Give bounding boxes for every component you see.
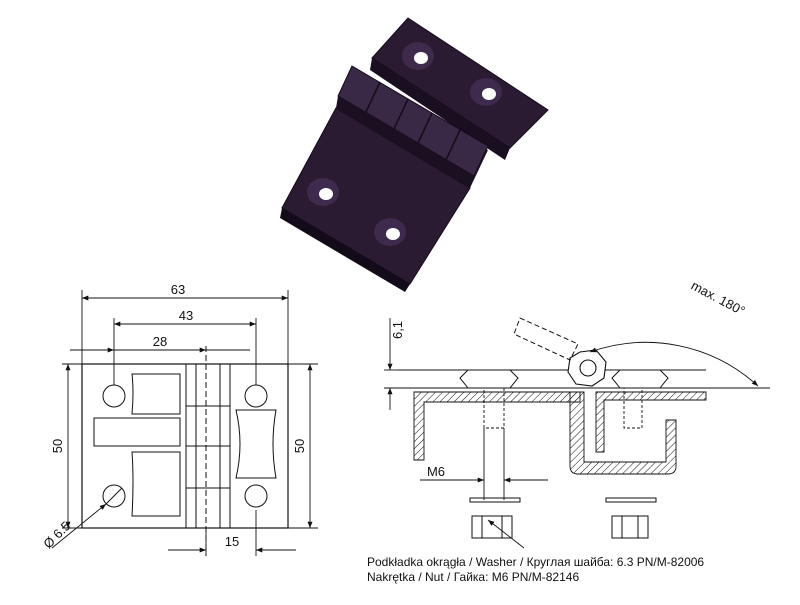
front-view bbox=[81, 346, 289, 556]
front-hole-bl bbox=[102, 484, 126, 508]
section-dimensions bbox=[384, 318, 770, 500]
dim-height-left: 50 bbox=[50, 439, 65, 453]
front-view-dimensions bbox=[51, 290, 318, 556]
front-hole-tr bbox=[244, 384, 268, 408]
hinge-knuckle bbox=[336, 65, 489, 188]
wall-right bbox=[569, 391, 677, 475]
dim-opening-angle: max. 180° bbox=[689, 278, 748, 319]
front-hole-br bbox=[244, 484, 268, 508]
wall-left bbox=[413, 391, 581, 461]
hinge-3d-render bbox=[280, 17, 549, 292]
dim-height-right: 50 bbox=[292, 439, 307, 453]
section-view bbox=[384, 317, 707, 549]
dim-screw: M6 bbox=[427, 464, 445, 479]
section-knuckle bbox=[567, 349, 607, 387]
hinge-3d-holes bbox=[307, 42, 502, 246]
note-washer: Podkładka okrągła / Washer / Круглая шай… bbox=[367, 555, 704, 569]
fasteners bbox=[469, 497, 657, 539]
dim-hole-pitch: 43 bbox=[179, 308, 193, 323]
note-nut: Nakrętka / Nut / Гайка: M6 PN/M-82146 bbox=[367, 570, 579, 584]
front-hole-tl bbox=[102, 384, 126, 408]
section-open-leaf bbox=[513, 317, 579, 361]
dim-width-overall: 63 bbox=[171, 282, 185, 297]
dim-knuckle-offset: 15 bbox=[225, 534, 239, 549]
dim-half-pitch: 28 bbox=[153, 334, 167, 349]
dim-thickness: 6,1 bbox=[390, 321, 405, 339]
